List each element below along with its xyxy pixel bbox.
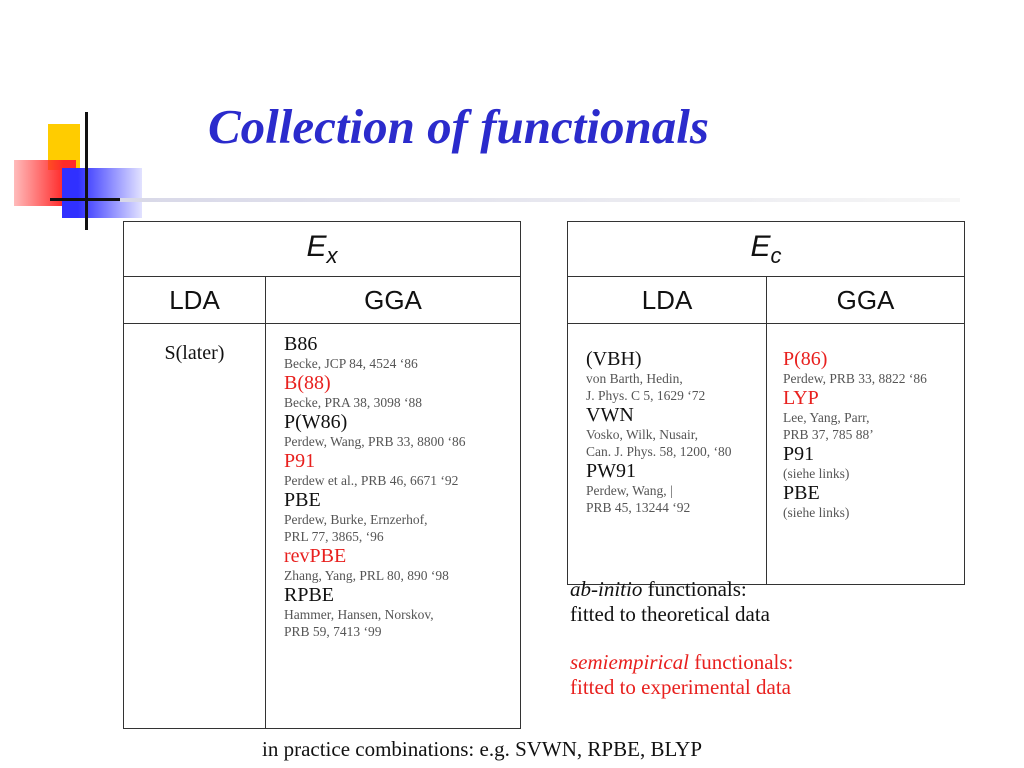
logo-vertical-line: [85, 112, 88, 230]
footer-text: in practice combinations: e.g. SVWN, RPB…: [262, 737, 703, 761]
functional-name: (VBH): [586, 348, 642, 370]
note-semi-line2: fitted to experimental data: [570, 675, 791, 699]
functional-reference: Perdew et al., PRB 46, 6671 ‘92: [284, 473, 459, 488]
logo-blue-square: [62, 168, 142, 218]
functional-reference: Can. J. Phys. 58, 1200, ‘80: [586, 444, 732, 459]
ex-gga-entry: P(W86)Perdew, Wang, PRB 33, 8800 ‘86: [284, 411, 520, 450]
ec-col-lda: LDA: [567, 276, 767, 324]
ec-gga-entry: PBE(siehe links): [783, 482, 964, 521]
functional-reference: PRL 77, 3865, ‘96: [284, 529, 384, 544]
functional-reference: PRB 45, 13244 ‘92: [586, 500, 691, 515]
note-abinitio: ab-initio functionals: fitted to theoret…: [570, 577, 770, 627]
ec-gga-entry: P91(siehe links): [783, 443, 964, 482]
functional-name: B(88): [284, 372, 331, 394]
note-abinitio-line1: ab-initio functionals:: [570, 577, 770, 602]
functional-reference: Perdew, Wang, |: [586, 483, 673, 498]
functional-reference: Perdew, Burke, Ernzerhof,: [284, 512, 428, 527]
note-abinitio-line2: fitted to theoretical data: [570, 602, 770, 626]
functional-name: PBE: [783, 482, 820, 504]
functional-name: PW91: [586, 460, 636, 482]
functional-reference: Vosko, Wilk, Nusair,: [586, 427, 699, 442]
functional-name: P(W86): [284, 411, 348, 433]
functional-reference: Perdew, PRB 33, 8822 ‘86: [783, 371, 927, 386]
ec-symbol: E: [750, 229, 771, 263]
note-semi-rest: functionals:: [688, 650, 794, 674]
ex-lda-cell: S(later): [123, 323, 266, 729]
functional-reference: Hammer, Hansen, Norskov,: [284, 607, 434, 622]
correlation-table: Ec LDA GGA (VBH)von Barth, Hedin, J. Phys…: [566, 221, 966, 585]
ec-gga-entry: P(86)Perdew, PRB 33, 8822 ‘86: [783, 348, 964, 387]
ec-col-gga: GGA: [765, 276, 966, 324]
functional-name: RPBE: [284, 584, 335, 606]
note-semi-em: semiempirical: [570, 650, 689, 674]
logo-horizontal-line: [50, 198, 120, 201]
ex-header: Ex: [122, 221, 522, 277]
ex-symbol: E: [306, 229, 327, 263]
functional-reference: Becke, JCP 84, 4524 ‘86: [284, 356, 418, 371]
functional-name: VWN: [586, 404, 634, 426]
ec-lda-entry: (VBH)von Barth, Hedin, J. Phys. C 5, 1629…: [586, 348, 766, 404]
functional-reference: J. Phys. C 5, 1629 ‘72: [586, 388, 706, 403]
ex-gga-entry: B(88)Becke, PRA 38, 3098 ‘88: [284, 372, 520, 411]
note-semi-line1: semiempirical functionals:: [570, 650, 793, 675]
functional-reference: Lee, Yang, Parr,: [783, 410, 870, 425]
ex-subscript: x: [326, 242, 338, 268]
functional-reference: (siehe links): [783, 466, 850, 481]
functional-reference: PRB 37, 785 88’: [783, 427, 874, 442]
ec-lda-cell: (VBH)von Barth, Hedin, J. Phys. C 5, 1629…: [567, 323, 767, 585]
functional-name: P91: [783, 443, 815, 465]
ex-col-gga: GGA: [264, 276, 522, 324]
functional-reference: (siehe links): [783, 505, 850, 520]
functional-reference: Perdew, Wang, PRB 33, 8800 ‘86: [284, 434, 466, 449]
note-semiempirical: semiempirical functionals: fitted to exp…: [570, 650, 793, 700]
functional-name: P(86): [783, 348, 828, 370]
functional-reference: von Barth, Hedin,: [586, 371, 683, 386]
functional-name: B86: [284, 333, 318, 355]
functional-name: revPBE: [284, 545, 347, 567]
note-abinitio-em: ab-initio: [570, 577, 643, 601]
functional-reference: Zhang, Yang, PRL 80, 890 ‘98: [284, 568, 449, 583]
functional-name: S(later): [164, 342, 225, 364]
functional-reference: PRB 59, 7413 ‘99: [284, 624, 382, 639]
functional-reference: Becke, PRA 38, 3098 ‘88: [284, 395, 422, 410]
functional-name: P91: [284, 450, 316, 472]
functional-name: PBE: [284, 489, 321, 511]
ex-col-lda: LDA: [123, 276, 266, 324]
functional-name: LYP: [783, 387, 819, 409]
ec-subscript: c: [770, 242, 782, 268]
note-abinitio-rest: functionals:: [642, 577, 747, 601]
slide-title: Collection of functionals: [208, 99, 709, 154]
slide-logo: [0, 0, 150, 240]
ec-header: Ec: [566, 221, 966, 277]
title-underline: [120, 198, 960, 202]
